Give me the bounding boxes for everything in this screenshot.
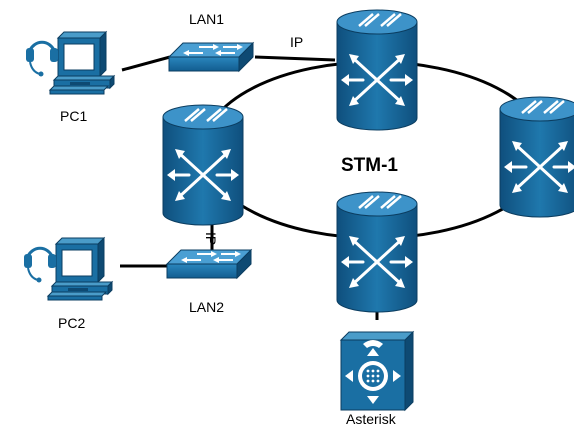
lan2-label: LAN2 xyxy=(189,299,224,315)
sdh-switch-bottom[interactable] xyxy=(335,190,419,314)
asterisk-pbx[interactable] xyxy=(340,331,414,411)
sdh-switch-left[interactable] xyxy=(161,103,245,227)
pc1-workstation[interactable] xyxy=(24,30,116,96)
pc2-workstation[interactable] xyxy=(22,236,114,302)
lan2-ip-label: IP xyxy=(203,232,219,245)
pc1-label: PC1 xyxy=(60,108,87,124)
asterisk-label: Asterisk xyxy=(346,411,397,427)
lan1-label: LAN1 xyxy=(189,11,224,27)
lan2-switch[interactable] xyxy=(166,249,252,279)
sdh-switch-right[interactable] xyxy=(498,95,574,219)
sdh-switch-top[interactable] xyxy=(335,8,419,132)
lan1-switch[interactable] xyxy=(168,42,254,72)
lan1-switch-link xyxy=(254,55,336,62)
lan1-ip-label: IP xyxy=(290,34,303,50)
ring-label: STM-1 xyxy=(341,155,398,176)
pc2-label: PC2 xyxy=(58,315,85,331)
pc1-lan1-link xyxy=(121,55,171,72)
